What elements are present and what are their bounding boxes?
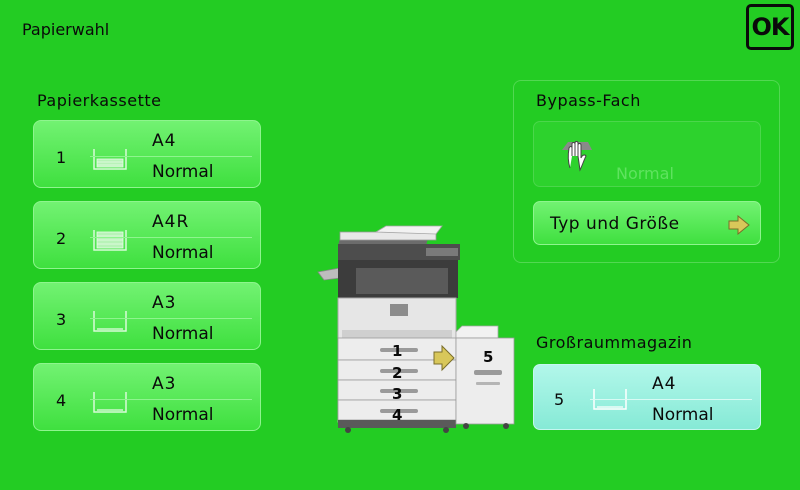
cassette-4-button[interactable]: 4 A3 Normal [33, 363, 261, 431]
paper-stack-icon [93, 311, 127, 332]
cassette-size: A3 [152, 374, 177, 394]
cassette-type: Normal [152, 405, 214, 425]
cassette-1-button[interactable]: 1 A4 Normal [33, 120, 261, 188]
cassette-size: A4R [152, 212, 190, 232]
copier-lcc-label: 5 [483, 348, 494, 366]
lcc-tray-button[interactable]: 5 A4 Normal [533, 364, 761, 430]
cassette-type: Normal [152, 243, 214, 263]
divider [90, 318, 252, 319]
lcc-size: A4 [652, 374, 677, 394]
screen-title: Papierwahl [22, 20, 110, 39]
cassette-2-button[interactable]: 2 A4R Normal [33, 201, 261, 269]
cassette-number: 2 [56, 229, 67, 248]
type-and-size-label: Typ und Größe [550, 214, 680, 234]
bypass-section-label: Bypass-Fach [536, 91, 641, 110]
copier-tray-1-label: 1 [392, 342, 403, 360]
cassette-type: Normal [152, 324, 214, 344]
copier-tray-3-label: 3 [392, 385, 403, 403]
cassette-type: Normal [152, 162, 214, 182]
bypass-type: Normal [616, 164, 674, 183]
divider [90, 399, 252, 400]
cassette-section-label: Papierkassette [37, 91, 162, 110]
lcc-section-label: Großraummagazin [536, 333, 693, 352]
cassette-number: 4 [56, 391, 67, 410]
type-and-size-button[interactable]: Typ und Größe [533, 201, 761, 245]
arrow-right-icon [728, 215, 750, 235]
cassette-number: 1 [56, 148, 67, 167]
hand-icon [562, 141, 592, 172]
bypass-tray-button[interactable]: Normal [533, 121, 761, 187]
copier-illustration [317, 225, 515, 433]
divider [90, 237, 252, 238]
paper-stack-icon [93, 230, 127, 251]
cassette-number: 3 [56, 310, 67, 329]
paper-stack-icon [93, 392, 127, 413]
lcc-type: Normal [652, 405, 714, 425]
paper-stack-icon [93, 149, 127, 170]
lcc-number: 5 [554, 390, 565, 409]
cassette-size: A4 [152, 131, 177, 151]
cassette-size: A3 [152, 293, 177, 313]
copier-tray-4-label: 4 [392, 406, 403, 424]
divider [590, 399, 752, 400]
copier-tray-2-label: 2 [392, 364, 403, 382]
ok-button[interactable]: OK [746, 4, 794, 50]
bypass-panel [513, 80, 780, 263]
divider [90, 156, 252, 157]
cassette-3-button[interactable]: 3 A3 Normal [33, 282, 261, 350]
